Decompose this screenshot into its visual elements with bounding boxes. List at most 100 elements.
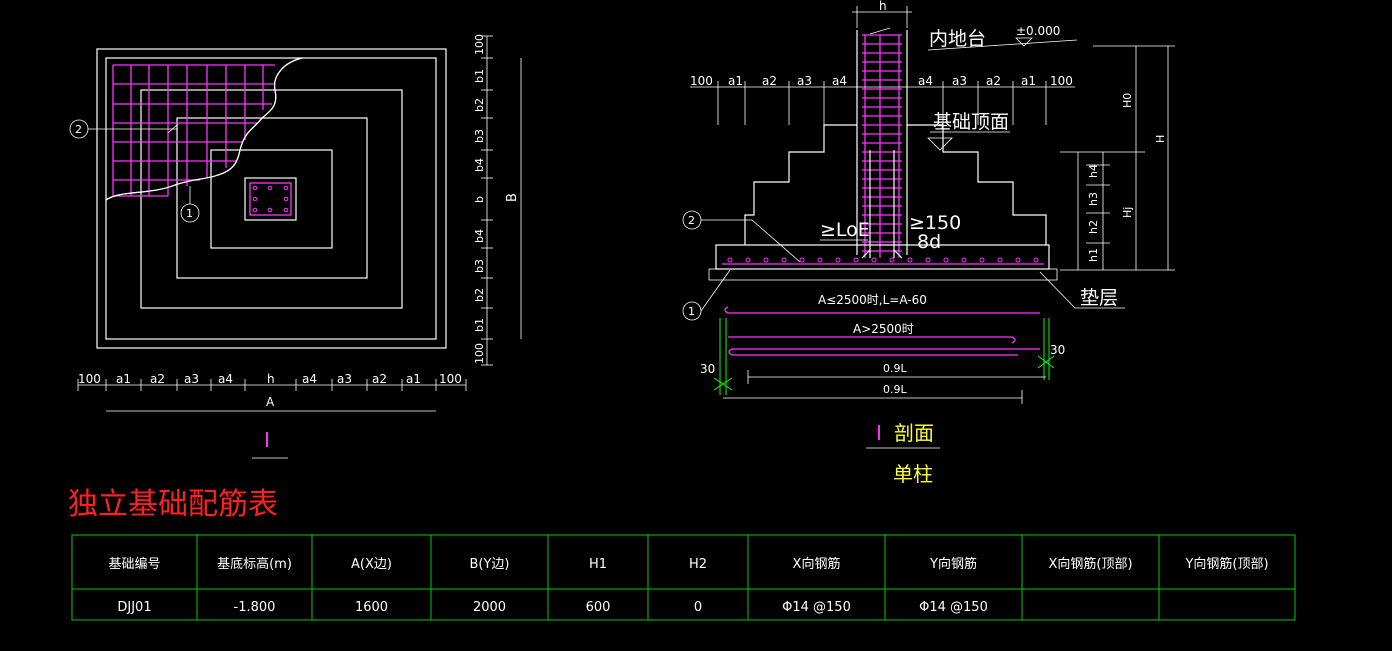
plan-dim-a3-left: a3	[184, 372, 199, 386]
table-cell-4: 600	[586, 600, 611, 615]
table-cell-1: -1.800	[234, 600, 276, 615]
table-header-5: H2	[689, 557, 707, 572]
plan-step-1	[105, 57, 437, 340]
plan-dim-b3-bottom: b3	[473, 259, 486, 273]
table-header-0: 基础编号	[108, 557, 160, 572]
plan-callout-2: 2	[75, 123, 82, 136]
table-header-3: B(Y边)	[469, 557, 509, 572]
rebar-table: 独立基础配筋表 基础编号 基底标高(m) A(X边) B(Y边) H1 H2 X向钢筋 Y向钢…	[68, 487, 1296, 621]
label-loe: ≥LoE	[820, 219, 870, 241]
plan-callout-1: 1	[186, 207, 193, 220]
rebar-detail-3	[728, 348, 1040, 356]
section-step-left	[744, 124, 857, 245]
section-subtitle: 单柱	[893, 462, 933, 486]
label-pad: 垫层	[1080, 287, 1118, 309]
table-cell-3: 2000	[473, 600, 506, 615]
sec-dim-a3-left: a3	[797, 74, 812, 88]
sec-dim-a3-right: a3	[952, 74, 967, 88]
plan-dim-b2-bottom: b2	[473, 288, 486, 302]
table-header-9: Y向钢筋(顶部)	[1184, 556, 1268, 572]
dim-30-right: 30	[1050, 343, 1065, 357]
table-header-7: Y向钢筋	[929, 556, 977, 572]
section-right-dim-labels: H0 H h4 h3 Hj h2 h1	[1087, 93, 1167, 262]
table-cell-2: 1600	[355, 600, 388, 615]
plan-right-dim-labels: 100 b1 b2 b3 b4 b b4 b3 b2 b1 100 B	[473, 34, 520, 364]
section-top-dim-labels: 100 a1 a2 a3 a4 a4 a3 a2 a1 100	[690, 74, 1073, 88]
section-rebar-dots	[727, 257, 1039, 263]
label-ge150: ≥150	[909, 212, 961, 234]
sec-dim-h4: h4	[1087, 164, 1100, 178]
label-elevation: ±0.000	[1016, 24, 1060, 38]
dim-09L-2: 0.9L	[883, 383, 907, 396]
section-title: 剖面	[894, 421, 934, 445]
table-cell-7: Φ14 @150	[919, 600, 988, 615]
plan-dim-b4-top: b4	[473, 158, 486, 172]
section-title-mark: I	[876, 421, 882, 445]
sec-dim-a4-right: a4	[918, 74, 933, 88]
sec-dim-a2-left: a2	[762, 74, 777, 88]
plan-dim-A: A	[266, 395, 275, 409]
section-pad	[708, 268, 1058, 281]
plan-section-mark: I	[264, 428, 270, 452]
sec-dim-h2: h2	[1087, 220, 1100, 234]
note-length-2: A>2500时	[853, 322, 914, 336]
sec-dim-H: H	[1154, 135, 1167, 143]
plan-dim-a4-left: a4	[218, 372, 233, 386]
rebar-detail-1	[724, 306, 1040, 314]
sec-dim-a2-right: a2	[986, 74, 1001, 88]
plan-dim-a1-right: a1	[406, 372, 421, 386]
sec-dim-Hj: Hj	[1121, 207, 1134, 218]
plan-dim-b1-top: b1	[473, 69, 486, 83]
plan-dim-B: B	[505, 193, 520, 202]
plan-dim-b-100-bottom: 100	[473, 343, 486, 364]
sec-callout-1: 1	[688, 305, 695, 318]
table-header-1: 基底标高(m)	[217, 556, 292, 572]
plan-dim-b4-bottom: b4	[473, 229, 486, 243]
plan-dim-b-100-top: 100	[473, 34, 486, 55]
plan-step-3	[176, 117, 368, 279]
plan-view: 2 1 100 b1 b2 b3 b4 b b4 b3 b2 b1 100 B …	[69, 34, 522, 459]
table-header-2: A(X边)	[351, 557, 392, 572]
plan-dim-b: b	[473, 196, 486, 203]
sec-dim-100-right: 100	[1050, 74, 1073, 88]
plan-dim-b2-top: b2	[473, 98, 486, 112]
section-footing-slab	[715, 244, 1050, 270]
table-border	[71, 534, 1296, 621]
label-8d: 8d	[917, 231, 941, 253]
rebar-detail-2	[728, 336, 1016, 344]
plan-dim-a2-right: a2	[372, 372, 387, 386]
sec-dim-H0: H0	[1121, 93, 1134, 108]
plan-dim-a3-right: a3	[337, 372, 352, 386]
section-dim-h: h	[879, 0, 887, 13]
column-stirrups	[862, 34, 902, 252]
plan-dim-b1-bottom: b1	[473, 318, 486, 332]
column-stirrup	[249, 182, 292, 216]
sec-dim-h1: h1	[1087, 248, 1100, 262]
table-cell-6: Φ14 @150	[782, 600, 851, 615]
sec-dim-a1-right: a1	[1021, 74, 1036, 88]
table-title: 独立基础配筋表	[68, 487, 278, 522]
plan-bottom-dim-labels: 100 a1 a2 a3 a4 h a4 a3 a2 a1 100 A	[78, 372, 462, 409]
plan-dim-b3-top: b3	[473, 129, 486, 143]
sec-dim-100-left: 100	[690, 74, 713, 88]
plan-dim-a1-left: a1	[116, 372, 131, 386]
table-cell-0: DJJ01	[117, 600, 151, 615]
note-length-1: A≤2500时,L=A-60	[818, 293, 927, 307]
plan-step-2	[140, 89, 403, 309]
table-header-8: X向钢筋(顶部)	[1048, 556, 1132, 572]
dim-09L-1: 0.9L	[883, 362, 907, 375]
dim-30-left: 30	[700, 362, 715, 376]
sec-dim-a4-left: a4	[832, 74, 847, 88]
sec-dim-h3: h3	[1087, 192, 1100, 206]
column-bars	[252, 185, 289, 213]
section-step-right	[907, 124, 1047, 245]
plan-step-4	[210, 149, 333, 249]
plan-rebar-mesh	[112, 64, 275, 197]
table-header-4: H1	[589, 557, 607, 572]
sec-dim-a1-left: a1	[728, 74, 743, 88]
sec-callout-2: 2	[688, 214, 695, 227]
table-header-6: X向钢筋	[793, 556, 841, 572]
plan-dim-h: h	[267, 372, 275, 386]
label-foundation-top: 基础顶面	[933, 111, 1009, 133]
